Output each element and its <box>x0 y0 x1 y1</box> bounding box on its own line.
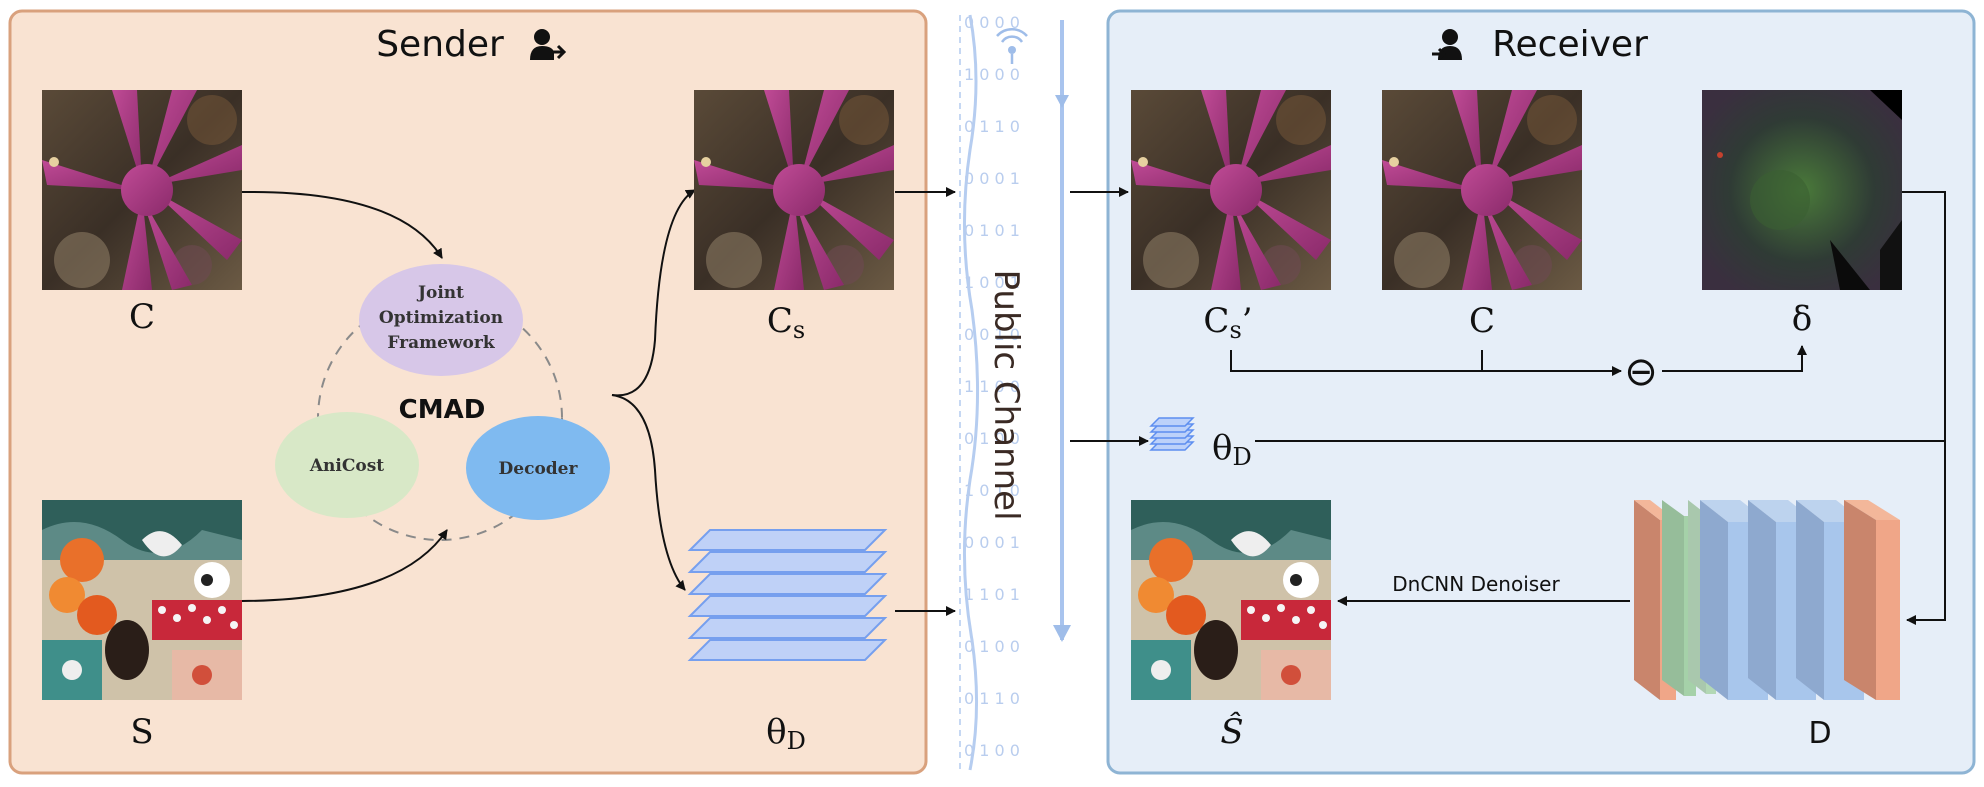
channel-bits: 0 1 0 0 <box>964 637 1020 656</box>
denoiser-label: DnCNN Denoiser <box>1392 572 1560 596</box>
theta-sub: D <box>787 727 806 755</box>
channel-bits: 0 1 0 1 <box>964 221 1020 240</box>
received-stego-image <box>1131 90 1331 290</box>
receiver-title: Receiver <box>1492 24 1648 65</box>
to-stego-arrow <box>611 189 696 397</box>
channel-bits: 0 1 1 0 <box>964 689 1020 708</box>
recv-cover-label: C <box>1469 301 1495 341</box>
cmad-module: Joint Optimization Framework AniCost Dec… <box>275 264 610 541</box>
delta-image <box>1702 90 1902 290</box>
channel-bits: 1 1 0 0 <box>964 377 1020 396</box>
channel-bits: 0 1 1 0 <box>964 117 1020 136</box>
channel-bits: 0 0 0 1 <box>964 169 1020 188</box>
joint-line-3: Framework <box>387 333 495 353</box>
secret-to-decoder-arrow <box>241 529 448 602</box>
decoder-node <box>466 416 610 520</box>
cmad-title: CMAD <box>399 395 486 425</box>
svg-text:Cs: Cs <box>767 301 805 344</box>
channel-bits: 1 0 1 0 <box>964 481 1020 500</box>
channel-bits: 0 0 0 0 <box>964 13 1020 32</box>
decoder-net-label: D <box>1808 716 1831 751</box>
recv-stego-sub: s <box>1229 316 1241 344</box>
channel-bits: 1 0 0 0 <box>964 65 1020 84</box>
joint-line-1: Joint <box>416 283 464 303</box>
decoder-label: Decoder <box>499 459 579 479</box>
svg-text:θD: θD <box>766 712 806 755</box>
joint-line-2: Optimization <box>379 308 503 328</box>
cover-image <box>42 90 242 290</box>
antenna-icon <box>996 27 1028 64</box>
stego-sub: s <box>793 316 805 344</box>
recv-stego-label: C <box>1203 301 1229 341</box>
public-channel: 0 0 0 0 1 0 0 0 0 1 1 0 0 0 0 1 0 1 0 1 1 0 0… <box>959 13 1071 771</box>
stego-label: C <box>767 301 793 341</box>
svg-text:Cs’: Cs’ <box>1203 301 1252 344</box>
user-receive-icon <box>1432 29 1462 61</box>
anicost-node <box>275 412 419 518</box>
cover-label: C <box>129 297 155 337</box>
secret-image <box>42 500 242 700</box>
stego-image <box>694 90 894 290</box>
recv-theta-sub: D <box>1232 443 1251 471</box>
theta-label: θ <box>766 712 786 752</box>
anicost-label: AniCost <box>309 456 384 476</box>
channel-label: Public Channel <box>986 269 1026 520</box>
channel-bits: 0 1 0 0 <box>964 741 1020 760</box>
sender-title: Sender <box>376 24 504 65</box>
to-theta-arrow <box>611 394 686 591</box>
channel-bits: 1 1 0 1 <box>964 585 1020 604</box>
channel-bits: 0 1 0 0 <box>964 429 1020 448</box>
dncnn-network <box>1634 500 1900 700</box>
delta-label: δ <box>1792 299 1812 339</box>
received-theta-layers <box>1149 417 1195 451</box>
channel-bits: 1 0 0 1 <box>964 273 1020 292</box>
recv-stego-prime: ’ <box>1242 301 1253 341</box>
svg-text:θD: θD <box>1212 428 1252 471</box>
recovered-secret-image <box>1131 500 1331 700</box>
recovered-label: Ŝ <box>1220 711 1243 752</box>
cover-to-joint-arrow <box>241 190 443 259</box>
user-send-icon <box>530 29 567 60</box>
secret-label: S <box>130 712 153 752</box>
theta-layer-stack <box>687 529 888 661</box>
channel-bits: 0 0 1 0 <box>964 325 1020 344</box>
recv-theta-label: θ <box>1212 428 1232 468</box>
minus-symbol: ⊖ <box>1624 349 1658 395</box>
joint-optimization-node <box>359 264 523 376</box>
received-cover-image <box>1382 90 1582 290</box>
channel-bits: 0 0 0 1 <box>964 533 1020 552</box>
